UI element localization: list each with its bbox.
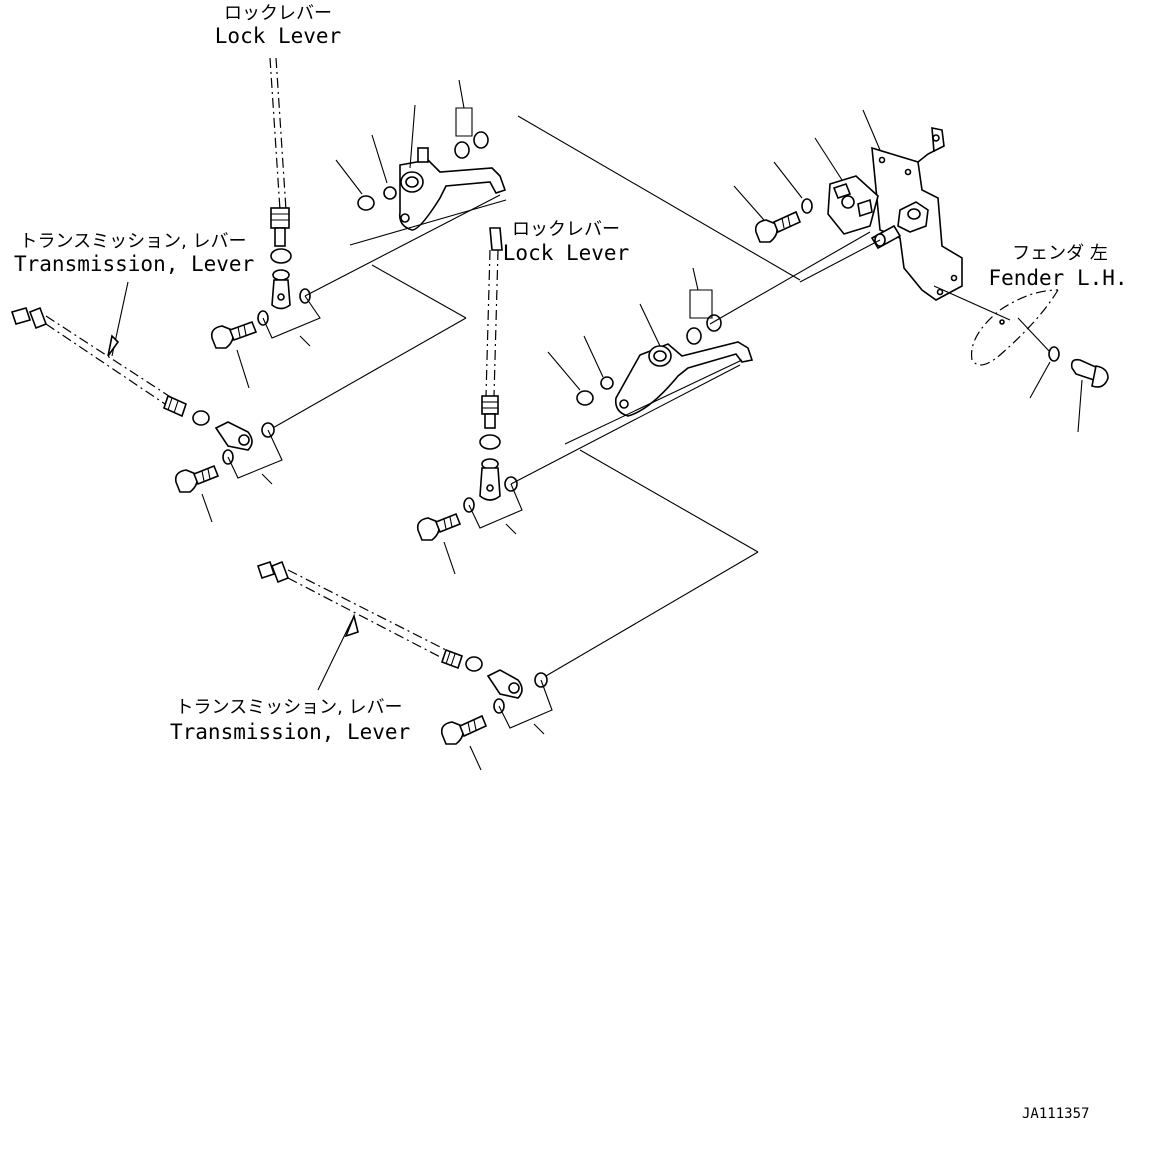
- fender-lh-label-en: Fender L.H.: [988, 266, 1128, 290]
- bolt-middle-lock: [416, 476, 523, 575]
- lever-bracket-middle: [510, 267, 754, 485]
- lock-lever-2-label-en: Lock Lever: [502, 241, 630, 265]
- transmission-lever-2-label-jp: トランスミッション, レバー: [175, 697, 403, 718]
- lock-lever-rod-left: [269, 57, 292, 310]
- guide-lines-middle: [538, 231, 871, 681]
- transmission-lever-rod-left: [10, 306, 253, 451]
- bolt-bottom-transmission: [440, 672, 553, 771]
- drawing-code: JA111357: [1022, 1106, 1090, 1122]
- transmission-lever-1-label-jp: トランスミッション, レバー: [19, 231, 247, 252]
- mounting-bracket-right: [733, 109, 1011, 321]
- lock-lever-1-label-en: Lock Lever: [214, 24, 342, 48]
- transmission-lever-rod-bottom: [256, 560, 523, 699]
- transmission-lever-1-label-en: Transmission, Lever: [14, 252, 255, 276]
- lever-bracket-left: [304, 79, 507, 297]
- fender-lh-label-jp: フェンダ 左: [1012, 243, 1108, 264]
- lock-lever-2-label-jp: ロックレバー: [512, 219, 620, 240]
- guide-lines-left: [270, 115, 801, 430]
- bolt-left-lock: [210, 288, 321, 389]
- bolt-left-transmission: [107, 281, 283, 523]
- lock-lever-1-label-jp: ロックレバー: [224, 3, 332, 24]
- transmission-lever-2-label-en: Transmission, Lever: [170, 720, 411, 744]
- lock-lever-rod-middle: [479, 227, 503, 501]
- fender-lh: [970, 289, 1109, 433]
